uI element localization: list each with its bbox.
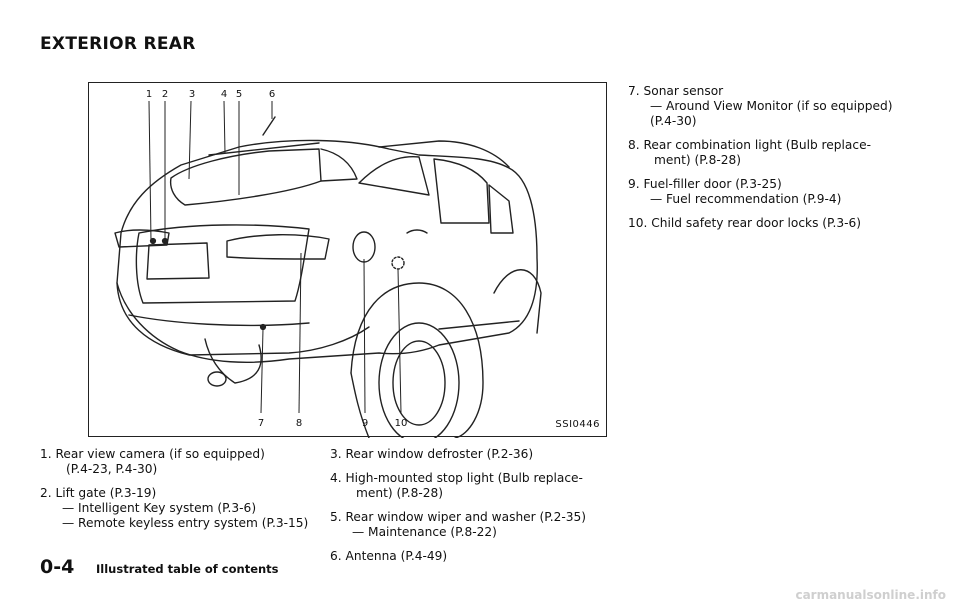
list-item-text: ment) (P.8-28) xyxy=(654,153,741,167)
list-item-subline: (P.4-30) xyxy=(650,114,697,128)
callout-4: 4 xyxy=(221,89,227,100)
list-item-text: 8. Rear combination light (Bulb replace- xyxy=(628,138,871,152)
callout-8: 8 xyxy=(296,418,302,429)
list-item: 9. Fuel-filler door (P.3-25)— Fuel recom… xyxy=(628,177,928,207)
list-item-text: 5. Rear window wiper and washer (P.2-35) xyxy=(330,510,587,524)
list-item: 4. High-mounted stop light (Bulb replace… xyxy=(330,471,630,501)
callout-1: 1 xyxy=(146,89,152,100)
list-item-text: 4. High-mounted stop light (Bulb replace… xyxy=(330,471,583,485)
parts-list-column-1: 1. Rear view camera (if so equipped)(P.4… xyxy=(40,447,330,540)
section-title: EXTERIOR REAR xyxy=(40,34,196,54)
list-item: 5. Rear window wiper and washer (P.2-35)… xyxy=(330,510,630,540)
list-item: 10. Child safety rear door locks (P.3-6) xyxy=(628,216,928,231)
list-item-text: 10. Child safety rear door locks (P.3-6) xyxy=(628,216,862,230)
car-drawing: 1 2 3 4 5 6 7 8 9 10 xyxy=(114,89,542,438)
callout-7: 7 xyxy=(258,418,264,429)
list-item-text: 7. Sonar sensor xyxy=(628,84,724,98)
list-item: 8. Rear combination light (Bulb replace-… xyxy=(628,138,928,168)
parts-list-column-2: 3. Rear window defroster (P.2-36) 4. High… xyxy=(330,447,630,573)
list-item-subline: — Intelligent Key system (P.3-6) xyxy=(62,501,257,515)
vehicle-rear-illustration: 1 2 3 4 5 6 7 8 9 10 SSI0446 xyxy=(88,82,607,438)
figure-code: SSI0446 xyxy=(555,419,600,430)
list-item: 2. Lift gate (P.3-19)— Intelligent Key s… xyxy=(40,486,330,531)
list-item-subline: — Maintenance (P.8-22) xyxy=(352,525,497,539)
watermark: carmanualsonline.info xyxy=(795,588,946,602)
list-item: 7. Sonar sensor— Around View Monitor (if… xyxy=(628,84,928,129)
footer-title: Illustrated table of contents xyxy=(96,562,279,576)
callout-3: 3 xyxy=(189,89,195,100)
list-item-subline: — Remote keyless entry system (P.3-15) xyxy=(62,516,309,530)
list-item-text: 9. Fuel-filler door (P.3-25) xyxy=(628,177,782,191)
parts-list-column-3: 7. Sonar sensor— Around View Monitor (if… xyxy=(628,84,928,240)
callout-2: 2 xyxy=(162,89,168,100)
list-item: 3. Rear window defroster (P.2-36) xyxy=(330,447,630,462)
list-item: 1. Rear view camera (if so equipped)(P.4… xyxy=(40,447,330,477)
list-item-text: 1. Rear view camera (if so equipped) xyxy=(40,447,265,461)
list-item-subline: — Around View Monitor (if so equipped) xyxy=(650,99,893,113)
list-item: 6. Antenna (P.4-49) xyxy=(330,549,630,564)
list-item-text: ment) (P.8-28) xyxy=(356,486,443,500)
page-number: 0-4 xyxy=(40,556,75,578)
list-item-text: (P.4-23, P.4-30) xyxy=(66,462,158,476)
list-item-text: 6. Antenna (P.4-49) xyxy=(330,549,448,563)
list-item-text: 3. Rear window defroster (P.2-36) xyxy=(330,447,534,461)
list-item-text: 2. Lift gate (P.3-19) xyxy=(40,486,157,500)
callout-5: 5 xyxy=(236,89,242,100)
callout-9: 9 xyxy=(362,418,368,429)
callout-6: 6 xyxy=(269,89,275,100)
list-item-subline: — Fuel recommendation (P.9-4) xyxy=(650,192,842,206)
callout-10: 10 xyxy=(395,418,408,429)
